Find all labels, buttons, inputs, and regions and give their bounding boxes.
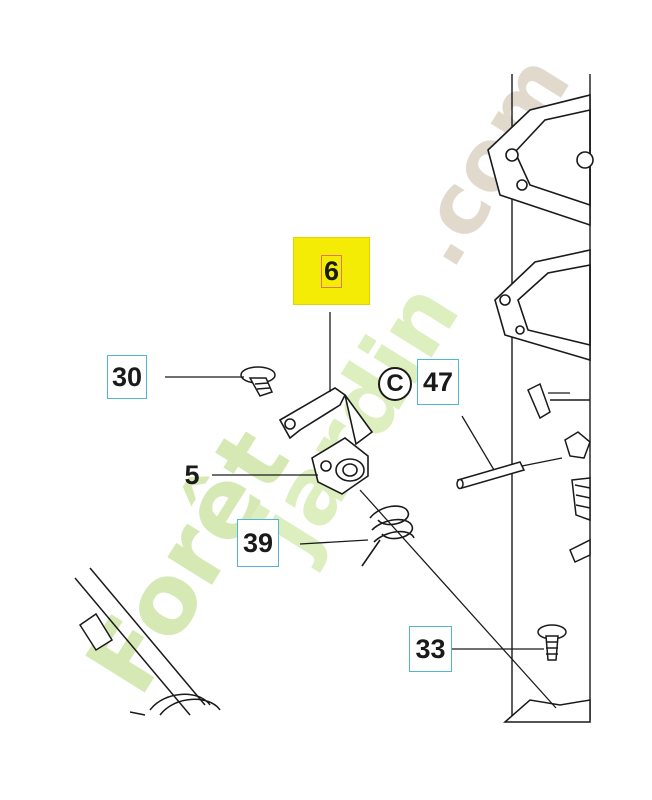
base-plate-part xyxy=(503,699,591,723)
callout-part-30-label: 30 xyxy=(111,361,143,392)
callout-part-47[interactable]: 47 xyxy=(417,359,459,405)
lever-part-6 xyxy=(278,387,374,446)
callout-part-5[interactable]: 5 xyxy=(180,455,204,495)
callout-part-33-label: 33 xyxy=(415,633,446,664)
pin-part-47 xyxy=(456,461,526,490)
screw-part-30 xyxy=(240,366,276,397)
callout-part-47-label: 47 xyxy=(422,366,454,397)
circle-c-letter: C xyxy=(386,370,404,397)
screw-part-33 xyxy=(537,624,567,661)
callout-part-39[interactable]: 39 xyxy=(237,519,279,567)
needle-valve-part xyxy=(527,382,591,564)
body-part-5 xyxy=(311,437,369,495)
gasket-plate-top xyxy=(487,93,594,227)
callout-part-6[interactable]: 6 xyxy=(293,237,370,305)
callout-part-5-label: 5 xyxy=(184,459,200,490)
callout-part-30[interactable]: 30 xyxy=(107,355,147,399)
leader-lines xyxy=(165,312,570,709)
shaft-part xyxy=(74,567,221,716)
spring-part-39 xyxy=(361,505,415,567)
circle-c-marker: C xyxy=(378,367,412,401)
callout-part-33[interactable]: 33 xyxy=(409,626,452,672)
gasket-plate-middle xyxy=(494,249,591,362)
callout-part-39-label: 39 xyxy=(242,527,274,558)
callout-part-6-label: 6 xyxy=(320,254,343,288)
